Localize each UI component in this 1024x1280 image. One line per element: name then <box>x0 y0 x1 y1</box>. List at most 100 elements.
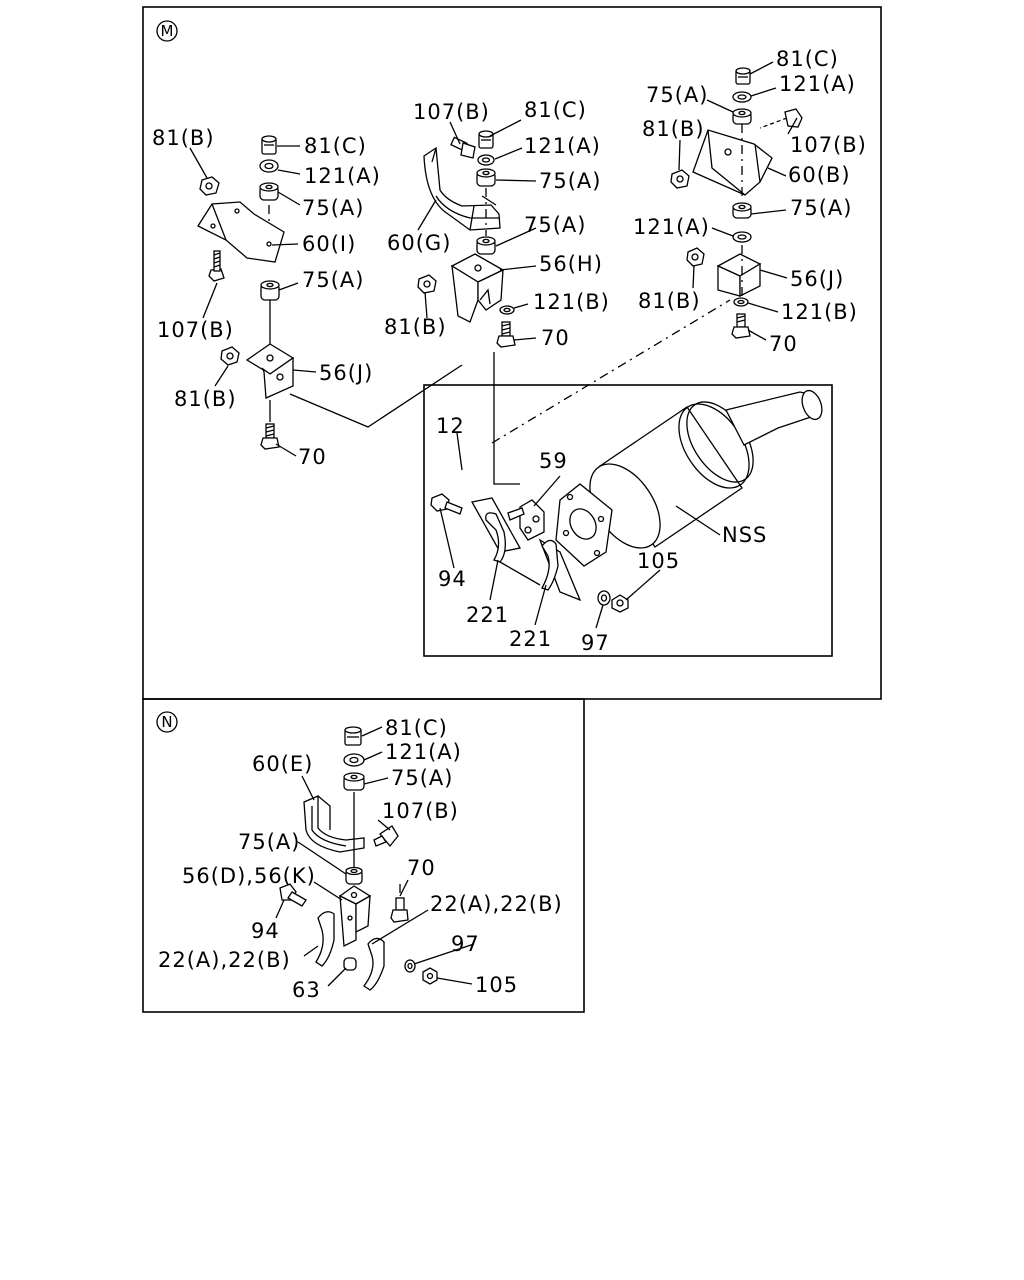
bolt-70-left <box>260 400 280 450</box>
panel-m-labels: 81(C) 81(B) 121(A) 75(A) 60(I) 75(A) 107… <box>152 47 867 655</box>
left-mount-assembly <box>197 135 295 450</box>
panel-n-labels: 81(C) 121(A) 60(E) 75(A) 107(B) 75(A) 56… <box>158 716 563 1002</box>
label-60g: 60(G) <box>387 231 451 255</box>
bolt-94 <box>430 493 463 515</box>
label-81c-mid: 81(C) <box>524 98 587 122</box>
panel-n-frame <box>142 698 585 1013</box>
hex-nut-81c-mid <box>478 130 494 149</box>
rubber-bushing-75a-left-mid <box>260 280 280 301</box>
rubber-bushing-75a-right-low <box>732 202 752 219</box>
label-94: 94 <box>438 567 467 591</box>
flange-plate <box>555 483 613 567</box>
label-107b-right: 107(B) <box>790 133 867 157</box>
label-60b: 60(B) <box>788 163 851 187</box>
washer-121b-mid <box>499 305 515 315</box>
label-75a-right-top: 75(A) <box>646 83 708 107</box>
label-70-mid: 70 <box>541 326 570 350</box>
rubber-bushing-75a-mid-low <box>476 236 496 255</box>
clamp-half-221-right <box>538 538 582 602</box>
muffler-body-nss <box>589 389 823 549</box>
rubber-bushing-75a-left-top <box>259 182 279 201</box>
label-121a-right-low: 121(A) <box>633 215 710 239</box>
label-121a-left: 121(A) <box>304 164 381 188</box>
label-221-right: 221 <box>509 627 552 651</box>
label-81b-left: 81(B) <box>152 126 215 150</box>
label-75a-right-low: 75(A) <box>790 196 852 220</box>
bracket-plate-60i <box>197 201 285 263</box>
label-n-22ab-right: 22(A),22(B) <box>430 892 563 916</box>
washer-121a-left <box>259 159 279 173</box>
washer-121a-mid <box>477 154 495 166</box>
rubber-bushing-75a-right-top <box>732 108 752 125</box>
washer-121a-right-low <box>732 231 752 243</box>
bolt-107b-n <box>373 825 399 848</box>
label-107b-mid: 107(B) <box>413 100 490 124</box>
washer-121a-n <box>343 753 365 767</box>
flange-nut-81b-right-low <box>686 247 705 267</box>
label-221-left: 221 <box>466 603 509 627</box>
label-70-right: 70 <box>769 332 798 356</box>
bracket-56d-56k <box>338 885 372 948</box>
label-56h: 56(H) <box>539 252 603 276</box>
flange-nut-81b-mid <box>417 274 437 294</box>
bolt-94-n <box>279 883 307 907</box>
label-81c-right: 81(C) <box>776 47 839 71</box>
nut-105-n <box>422 967 438 985</box>
label-97: 97 <box>581 631 610 655</box>
middle-mount-assembly <box>417 130 516 348</box>
label-70-left: 70 <box>298 445 327 469</box>
bracket-56h <box>450 253 505 323</box>
flange-nut-81b-right-top <box>670 169 690 189</box>
label-81b-right-low: 81(B) <box>638 289 701 313</box>
bolt-107b-mid <box>450 136 476 159</box>
label-75a-mid-top: 75(A) <box>539 169 601 193</box>
rubber-bushing-75a-n-mid <box>345 866 363 885</box>
rubber-bushing-75a-mid-top <box>476 168 496 187</box>
muffler-inset-frame <box>423 384 833 657</box>
bracket-56j-left <box>245 343 295 399</box>
label-n-97: 97 <box>451 932 480 956</box>
flange-nut-81b-left-low <box>220 346 240 366</box>
bolt-70-right <box>731 313 751 339</box>
svg-text:M: M <box>161 22 174 40</box>
washer-97 <box>597 590 611 606</box>
label-75a-left-mid: 75(A) <box>302 268 364 292</box>
label-n-56d-56k: 56(D),56(K) <box>182 864 316 888</box>
bracket-60b <box>692 124 773 200</box>
label-60i: 60(I) <box>302 232 356 256</box>
panel-frames <box>142 6 882 1013</box>
connection-lines <box>289 299 731 485</box>
hanger-60e <box>303 795 365 853</box>
label-121b-mid: 121(B) <box>533 290 610 314</box>
bolt-70-n <box>390 884 409 923</box>
bolt-107b-right <box>759 108 803 129</box>
label-n-22ab-left: 22(A),22(B) <box>158 948 291 972</box>
label-n-75a-mid: 75(A) <box>238 830 300 854</box>
muffler-inset <box>430 389 823 613</box>
label-12: 12 <box>436 414 465 438</box>
label-56j-right: 56(J) <box>790 267 844 291</box>
hex-nut-81c-right <box>735 67 751 85</box>
nut-105 <box>611 594 629 613</box>
bracket-59 <box>507 499 545 541</box>
label-107b-left: 107(B) <box>157 318 234 342</box>
label-121a-right-top: 121(A) <box>779 72 856 96</box>
label-81b-left-low: 81(B) <box>174 387 237 411</box>
washer-121b-right <box>733 297 749 307</box>
bracket-56j-right <box>716 245 762 300</box>
label-n-75a-top: 75(A) <box>391 766 453 790</box>
panel-n-marker: N <box>156 711 178 733</box>
bolt-70-mid <box>496 321 516 348</box>
label-n-70: 70 <box>407 856 436 880</box>
label-n-121a: 121(A) <box>385 740 462 764</box>
right-mount-assembly <box>670 67 803 339</box>
spacer-63 <box>343 957 357 971</box>
label-105: 105 <box>637 549 680 573</box>
label-121b-right: 121(B) <box>781 300 858 324</box>
hex-nut-81c-n <box>344 726 362 746</box>
hex-nut-81c-left <box>261 135 277 155</box>
panel-n-assembly <box>279 726 438 991</box>
washer-121a-right-top <box>732 91 752 103</box>
bolt-107b-left <box>208 250 225 282</box>
